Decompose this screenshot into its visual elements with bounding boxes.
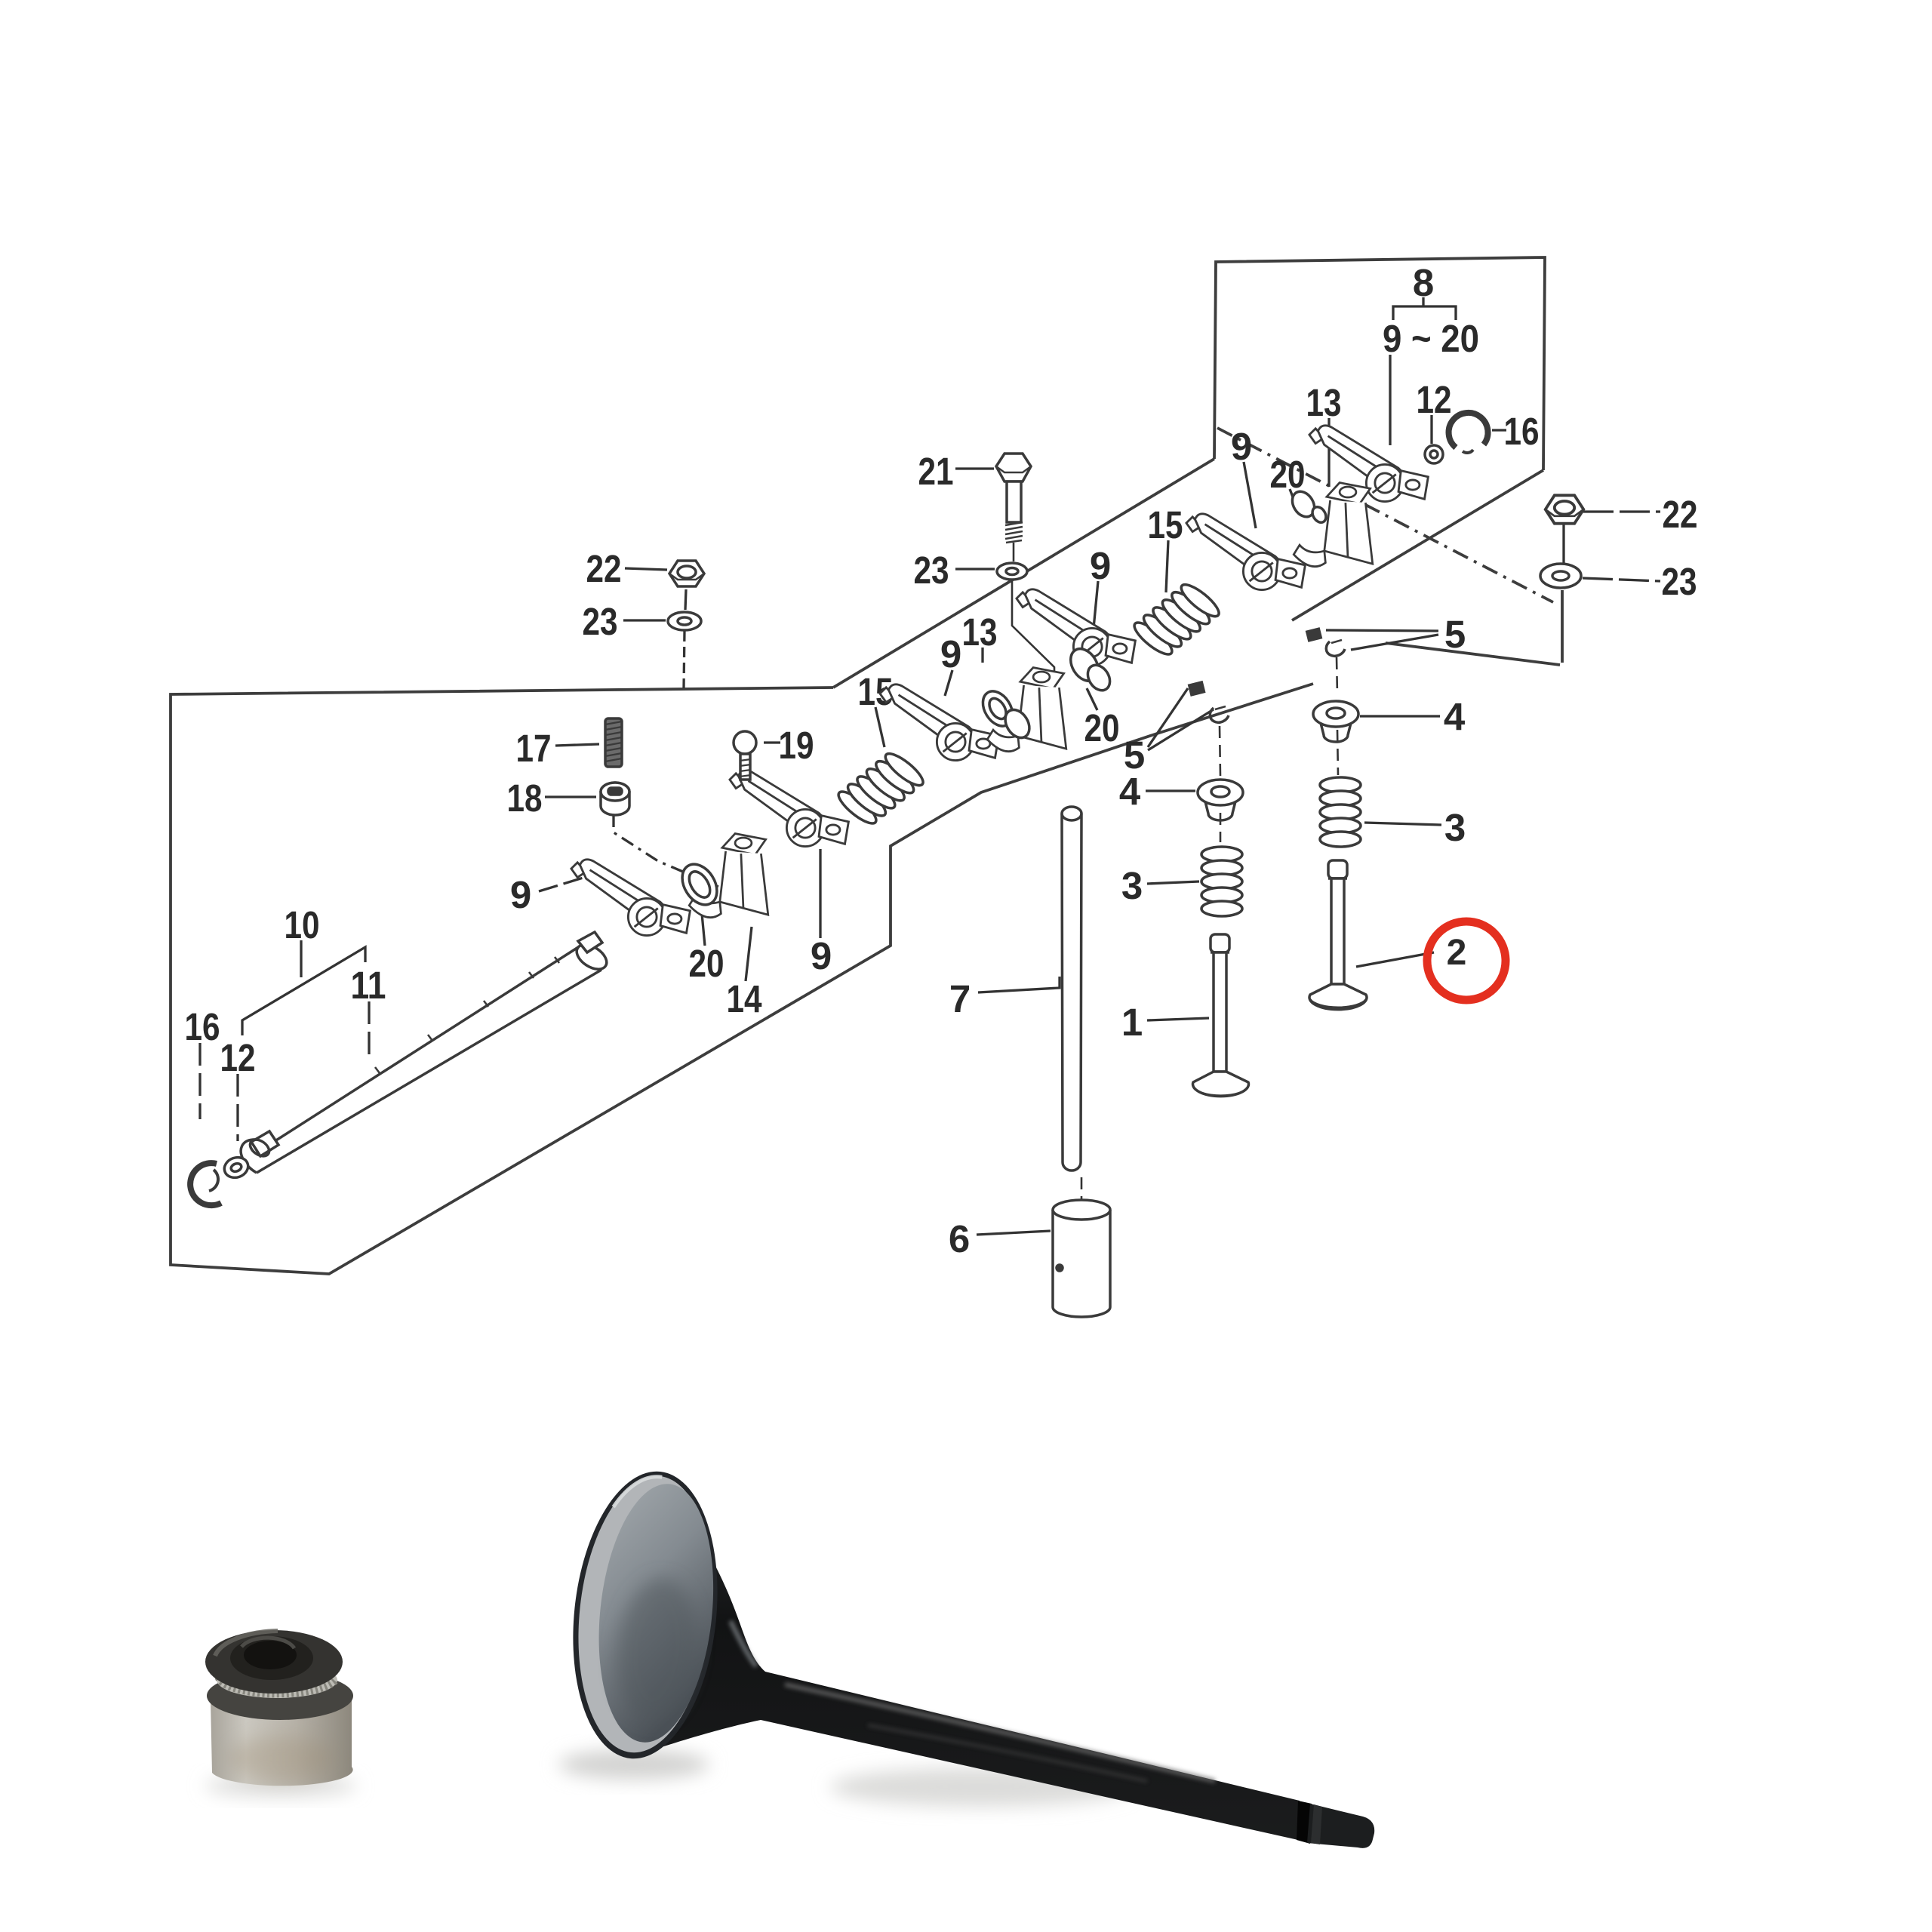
svg-text:13: 13 (1306, 381, 1342, 424)
svg-text:15: 15 (1148, 503, 1183, 546)
svg-text:20: 20 (689, 942, 724, 985)
svg-text:19: 19 (779, 724, 814, 767)
svg-text:23: 23 (1662, 560, 1697, 603)
svg-text:11: 11 (351, 964, 386, 1007)
svg-text:16: 16 (1504, 410, 1540, 453)
svg-text:8: 8 (1413, 261, 1434, 304)
svg-text:16: 16 (185, 1005, 220, 1048)
svg-text:3: 3 (1444, 806, 1466, 849)
svg-text:21: 21 (918, 450, 954, 493)
svg-text:13: 13 (962, 611, 998, 654)
svg-text:10: 10 (285, 903, 320, 946)
svg-text:9: 9 (1090, 544, 1111, 587)
svg-text:22: 22 (1663, 493, 1698, 536)
svg-text:4: 4 (1444, 695, 1466, 738)
svg-text:12: 12 (1417, 378, 1452, 421)
svg-text:9 ~ 20: 9 ~ 20 (1383, 317, 1479, 360)
svg-text:7: 7 (949, 977, 971, 1020)
svg-text:20: 20 (1270, 453, 1306, 496)
svg-text:2: 2 (1447, 933, 1467, 973)
svg-text:23: 23 (914, 549, 949, 592)
svg-text:22: 22 (586, 547, 622, 590)
svg-text:23: 23 (583, 600, 618, 643)
svg-text:6: 6 (949, 1217, 970, 1260)
svg-text:3: 3 (1121, 864, 1143, 907)
svg-text:20: 20 (1084, 706, 1120, 749)
svg-text:4: 4 (1119, 770, 1141, 813)
svg-text:18: 18 (507, 777, 543, 820)
svg-text:5: 5 (1124, 734, 1145, 777)
svg-text:9: 9 (940, 632, 961, 675)
svg-text:14: 14 (727, 977, 763, 1020)
svg-text:5: 5 (1444, 613, 1466, 656)
svg-text:9: 9 (510, 873, 531, 916)
svg-text:9: 9 (1231, 425, 1252, 468)
svg-text:17: 17 (516, 727, 552, 770)
svg-text:12: 12 (220, 1036, 256, 1079)
svg-text:1: 1 (1121, 1001, 1143, 1044)
svg-text:9: 9 (811, 934, 832, 977)
